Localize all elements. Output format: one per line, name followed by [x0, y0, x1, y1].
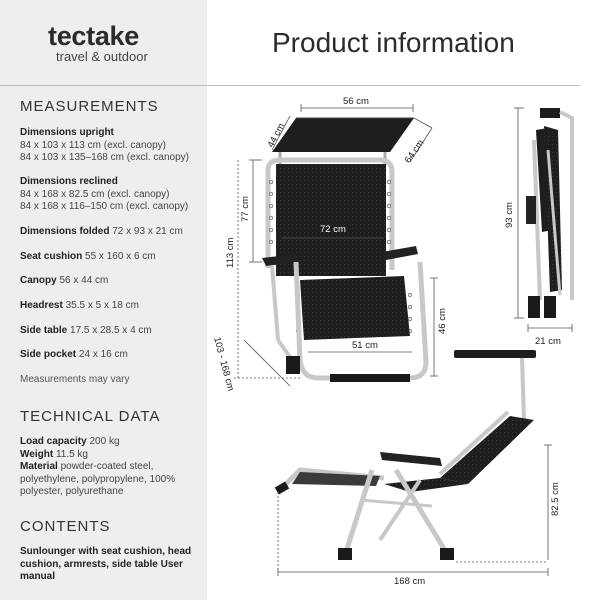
dim-total-height: 113 cm — [225, 237, 236, 268]
dim-reclined-length: 168 cm — [394, 576, 425, 587]
dim-depth-range: 103 - 168 cm — [211, 336, 236, 392]
dim-folded-depth: 21 cm — [535, 336, 561, 347]
spec-side-pocket-label: Side pocket — [20, 349, 77, 360]
brand-tagline: travel & outdoor — [56, 49, 148, 64]
contents-text-value: Sunlounger with seat cushion, head cushi… — [20, 546, 192, 582]
spec-headrest-value: 35.5 x 5 x 18 cm — [65, 300, 139, 311]
dim-canopy-length: 64 cm — [403, 138, 427, 166]
back-frame — [265, 157, 395, 270]
spec-seat-label: Seat cushion — [20, 251, 83, 262]
sidebar-panel — [0, 0, 207, 600]
spec-reclined-line2: 84 x 168 x 116–150 cm (excl. canopy) — [20, 201, 189, 212]
reclined-dimension-lines — [277, 444, 552, 576]
spec-seat-value: 55 x 160 x 6 cm — [85, 251, 156, 262]
canopy-shape — [272, 118, 414, 152]
dim-back-width: 72 cm — [320, 224, 346, 235]
reclined-chair — [274, 350, 536, 560]
load-value: 200 kg — [89, 436, 120, 447]
armrest-right — [382, 246, 418, 260]
spec-headrest: Headrest 35.5 x 5 x 18 cm — [20, 300, 205, 313]
spec-canopy: Canopy 56 x 44 cm — [20, 275, 205, 288]
dim-reclined-height: 82.5 cm — [550, 482, 561, 516]
spec-canopy-value: 56 x 44 cm — [59, 275, 109, 286]
dim-seat-height: 46 cm — [437, 308, 448, 334]
back-fabric — [276, 164, 386, 276]
weight-label: Weight — [20, 448, 54, 460]
spec-side-table: Side table 17.5 x 28.5 x 4 cm — [20, 325, 205, 338]
front-frame — [293, 261, 429, 381]
spec-side-pocket: Side pocket 24 x 16 cm — [20, 349, 205, 362]
weight-value: 11.5 kg — [55, 448, 88, 460]
spec-folded-value: 72 x 93 x 21 cm — [112, 226, 183, 237]
dim-canopy-width: 56 cm — [343, 96, 369, 107]
spec-upright: Dimensions upright 84 x 103 x 113 cm (ex… — [20, 127, 205, 165]
spec-reclined-line1: 84 x 168 x 82.5 cm (excl. canopy) — [20, 188, 170, 200]
spec-folded-label: Dimensions folded — [20, 226, 110, 237]
load-label: Load capacity — [20, 436, 87, 447]
spec-upright-label: Dimensions upright — [20, 127, 114, 138]
spec-side-table-label: Side table — [20, 325, 68, 336]
dim-folded-height: 93 cm — [504, 202, 515, 228]
brand-logo: tectake travel & outdoor — [48, 22, 148, 64]
material-label: Material — [20, 461, 58, 472]
spec-reclined: Dimensions reclined 84 x 168 x 82.5 cm (… — [20, 176, 205, 214]
material-value: powder-coated steel, polyethylene, polyp… — [20, 461, 176, 497]
spec-upright-line1: 84 x 103 x 113 cm (excl. canopy) — [20, 139, 166, 151]
spec-canopy-label: Canopy — [20, 275, 57, 286]
armrest-left — [262, 254, 298, 266]
contents-heading: CONTENTS — [20, 518, 111, 535]
front-view-chair — [262, 117, 429, 382]
front-dimension-lines — [234, 104, 438, 387]
page-title: Product information — [272, 27, 515, 58]
spec-side-pocket-value: 24 x 16 cm — [78, 349, 128, 360]
spec-reclined-label: Dimensions reclined — [20, 176, 118, 187]
contents-text: Sunlounger with seat cushion, head cushi… — [20, 546, 202, 584]
spec-seat: Seat cushion 55 x 160 x 6 cm — [20, 251, 205, 264]
spec-headrest-label: Headrest — [20, 300, 63, 311]
spec-side-table-value: 17.5 x 28.5 x 4 cm — [70, 325, 152, 336]
measurements-note: Measurements may vary — [20, 374, 130, 385]
folded-chair — [526, 108, 574, 318]
measurements-heading: MEASUREMENTS — [20, 98, 159, 115]
technical-specs: Load capacity 200 kg Weight 11.5 kg Mate… — [20, 436, 205, 499]
spec-upright-line2: 84 x 103 x 135–168 cm (excl. canopy) — [20, 152, 189, 163]
folded-dimension-lines — [514, 107, 573, 332]
dim-canopy-depth: 44 cm — [265, 121, 287, 149]
technical-heading: TECHNICAL DATA — [20, 408, 161, 425]
dim-back-height: 77 cm — [240, 196, 251, 222]
header-divider — [0, 85, 580, 86]
front-dimension-labels: 56 cm 44 cm 64 cm 77 cm 113 cm 72 cm 46 … — [211, 96, 448, 392]
seat-fabric — [300, 276, 410, 340]
spec-folded: Dimensions folded 72 x 93 x 21 cm — [20, 226, 205, 239]
dim-seat-width: 51 cm — [352, 340, 378, 351]
brand-name: tectake — [48, 21, 139, 51]
